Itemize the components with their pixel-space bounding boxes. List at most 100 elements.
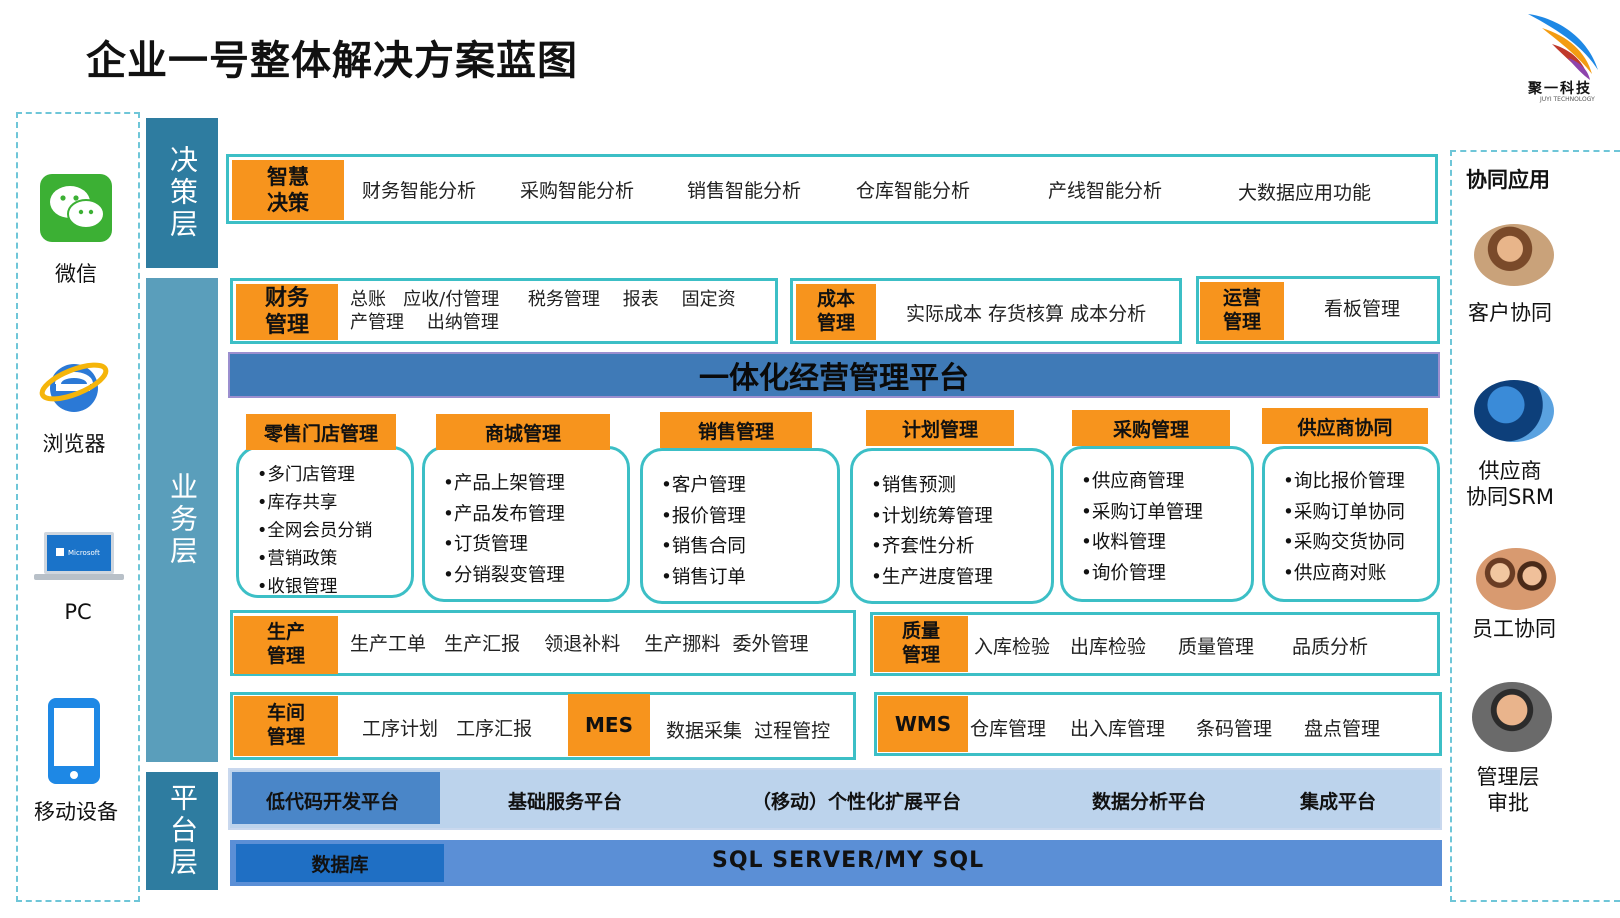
module-item: •采购订单管理 — [1081, 501, 1203, 523]
quality-item: 出库检验 — [1070, 636, 1147, 658]
juyi-logo-icon — [1528, 14, 1598, 80]
module-item: •产品发布管理 — [443, 503, 565, 525]
cost-text: 实际成本 存货核算 成本分析 — [906, 303, 1147, 325]
module-retail-head: 零售门店管理 — [246, 414, 396, 450]
module-item: •供应商管理 — [1081, 471, 1185, 492]
customer-avatar-icon — [1474, 224, 1554, 286]
layer-decision: 决策层 — [146, 118, 218, 268]
module-item: •供应商对账 — [1283, 562, 1387, 584]
platform-item: 集成平台 — [1300, 791, 1377, 813]
module-item: •订货管理 — [443, 534, 528, 555]
module-mall-body: •产品上架管理 •产品发布管理 •订货管理 •分销裂变管理 — [422, 446, 630, 602]
decision-tag: 智慧 决策 — [232, 160, 344, 220]
collab-item: 管理层 审批 — [1476, 765, 1540, 815]
module-plan-head: 计划管理 — [866, 410, 1014, 446]
module-sales-head: 销售管理 — [660, 412, 812, 448]
finance-text-line1: 总账 应收/付管理 税务管理 报表 固定资 — [350, 289, 736, 310]
logo-subtitle: JUYI TECHNOLOGY — [1540, 96, 1595, 103]
module-item: •库存共享 — [257, 493, 338, 513]
wms-box — [874, 692, 1442, 756]
lowcode-platform-tile — [232, 772, 440, 824]
decision-item: 产线智能分析 — [1048, 180, 1163, 202]
logo-name: 聚一科技 — [1528, 81, 1592, 97]
quality-item: 品质分析 — [1292, 636, 1369, 658]
wms-item: 盘点管理 — [1304, 718, 1381, 740]
module-purchase-body: •供应商管理 •采购订单管理 •收料管理 •询价管理 — [1060, 446, 1254, 602]
mes-tag: MES — [568, 694, 650, 756]
module-purchase-head: 采购管理 — [1072, 410, 1230, 446]
svg-text:Microsoft: Microsoft — [68, 549, 100, 557]
collaboration-panel — [1450, 150, 1620, 902]
production-tag: 生产 管理 — [234, 616, 338, 674]
collab-item: 员工协同 — [1472, 617, 1556, 641]
module-item: •采购订单协同 — [1283, 501, 1405, 523]
decision-item: 采购智能分析 — [520, 180, 635, 202]
platform-item: 基础服务平台 — [508, 791, 623, 813]
module-sales-body: •客户管理 •报价管理 •销售合同 •销售订单 — [640, 448, 840, 604]
collaboration-title: 协同应用 — [1466, 168, 1550, 192]
device-label-wechat: 微信 — [55, 262, 97, 286]
decision-item: 销售智能分析 — [687, 180, 802, 202]
module-item: •销售预测 — [871, 475, 956, 496]
database-tag: 数据库 — [236, 844, 444, 882]
module-item: •销售订单 — [661, 566, 746, 588]
decision-item: 财务智能分析 — [362, 180, 477, 202]
collab-item: 供应商 协同SRM — [1465, 459, 1555, 509]
ie-browser-icon — [38, 352, 114, 424]
module-item: •计划统筹管理 — [871, 505, 993, 527]
finance-text-line2: 产管理 出纳管理 — [350, 312, 499, 333]
module-item: •报价管理 — [661, 505, 746, 527]
module-item: •收料管理 — [1081, 532, 1166, 553]
page-title: 企业一号整体解决方案蓝图 — [86, 38, 578, 84]
module-supplier-body: •询比报价管理 •采购订单协同 •采购交货协同 •供应商对账 — [1262, 446, 1440, 602]
module-item: •分销裂变管理 — [443, 564, 565, 586]
database-text: SQL SERVER/MY SQL — [712, 848, 985, 873]
platform-item: （移动）个性化扩展平台 — [752, 791, 962, 813]
integrated-platform-banner: 一体化经营管理平台 — [228, 352, 1440, 398]
device-label-browser: 浏览器 — [42, 432, 106, 456]
employee-avatar-icon — [1476, 548, 1556, 610]
wms-tag: WMS — [878, 696, 968, 752]
module-mall-head: 商城管理 — [436, 414, 610, 450]
module-item: •销售合同 — [661, 536, 746, 557]
module-item: •齐套性分析 — [871, 536, 975, 557]
cost-tag: 成本 管理 — [796, 284, 876, 340]
collab-item: 客户协同 — [1468, 301, 1552, 325]
module-item: •客户管理 — [661, 475, 746, 496]
device-label-pc: PC — [64, 600, 92, 624]
quality-item: 质量管理 — [1178, 636, 1255, 658]
module-item: •采购交货协同 — [1283, 532, 1405, 553]
module-item: •全网会员分销 — [257, 521, 373, 541]
module-plan-body: •销售预测 •计划统筹管理 •齐套性分析 •生产进度管理 — [850, 448, 1054, 604]
manager-avatar-icon — [1472, 682, 1552, 752]
supplier-avatar-icon — [1474, 380, 1554, 442]
device-label-mobile: 移动设备 — [34, 800, 118, 824]
decision-item: 大数据应用功能 — [1238, 182, 1372, 204]
module-item: •询比报价管理 — [1283, 471, 1405, 492]
ops-text: 看板管理 — [1324, 298, 1401, 320]
module-supplier-head: 供应商协同 — [1262, 408, 1428, 444]
production-text: 生产工单 生产汇报 领退补料 生产挪料 委外管理 — [350, 633, 809, 655]
wms-item: 条码管理 — [1196, 718, 1273, 740]
layer-platform: 平台层 — [146, 772, 218, 890]
workshop-text: 工序计划 工序汇报 — [362, 718, 533, 740]
platform-item: 低代码开发平台 — [266, 791, 400, 813]
device-panel — [16, 112, 140, 902]
module-item: •收银管理 — [257, 577, 338, 597]
module-item: •生产进度管理 — [871, 566, 993, 588]
workshop-tag: 车间 管理 — [234, 696, 338, 756]
module-retail-body: •多门店管理 •库存共享 •全网会员分销 •营销政策 •收银管理 — [236, 446, 414, 598]
decision-row — [226, 154, 1438, 224]
wechat-icon — [40, 174, 116, 246]
quality-item: 入库检验 — [974, 636, 1051, 658]
decision-item: 仓库智能分析 — [856, 180, 971, 202]
module-item: •产品上架管理 — [443, 473, 565, 494]
wms-item: 出入库管理 — [1070, 718, 1166, 740]
layer-business: 业务层 — [146, 278, 218, 762]
finance-tag: 财务 管理 — [236, 284, 338, 340]
smartphone-icon — [44, 696, 120, 784]
module-item: •询价管理 — [1081, 562, 1166, 584]
module-item: •多门店管理 — [257, 465, 355, 485]
platform-item: 数据分析平台 — [1092, 791, 1207, 813]
mes-text: 数据采集 过程管控 — [666, 720, 831, 742]
